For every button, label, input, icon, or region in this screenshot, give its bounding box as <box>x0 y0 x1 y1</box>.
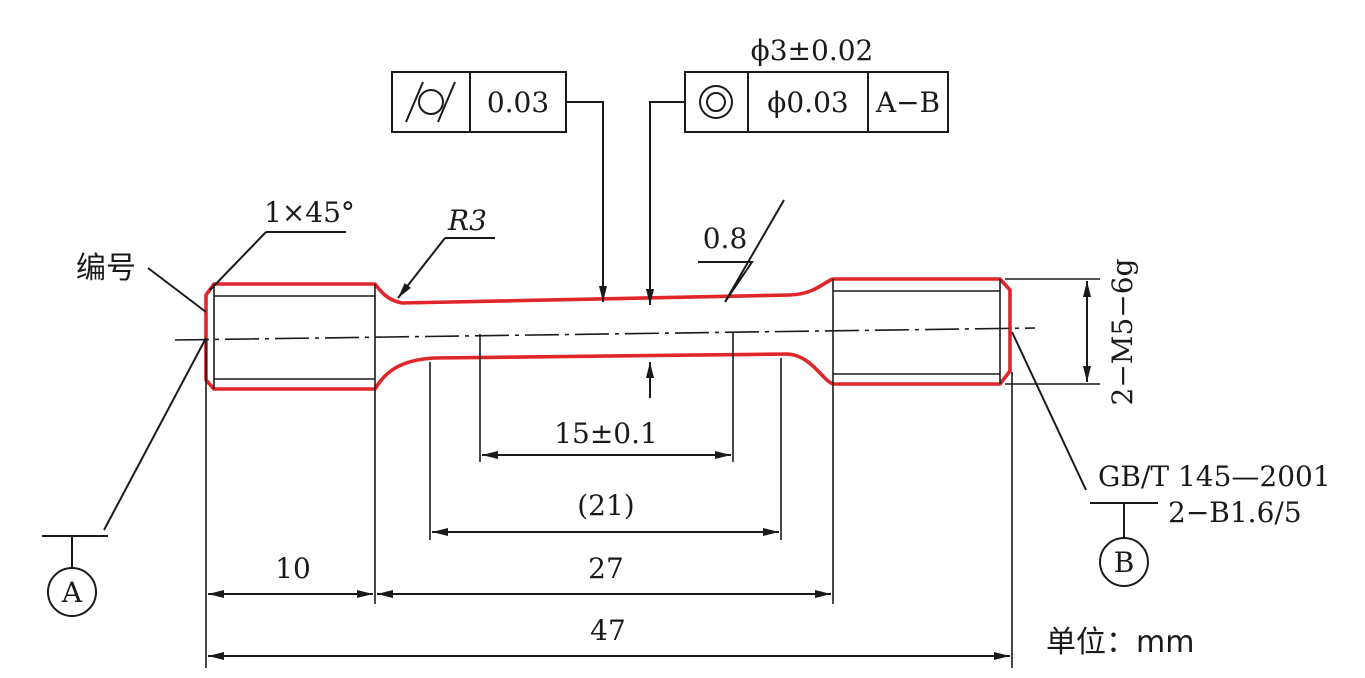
roughness-value: 0.8 <box>703 222 748 255</box>
radius-label: R3 <box>447 204 487 237</box>
cylindricity-tolerance: 0.03 <box>487 86 549 119</box>
dimension-gauge-length-text: 15±0.1 <box>554 417 658 450</box>
part-number-label: 编号 <box>76 251 136 286</box>
dimension-grip-length-text: 10 <box>275 552 311 585</box>
coaxiality-tolerance: ϕ0.03 <box>767 86 848 119</box>
dimension-parallel-length-text: (21) <box>577 489 634 522</box>
datum-a-letter: A <box>61 576 83 609</box>
coaxiality-datum: A−B <box>875 86 940 119</box>
chamfer-leader <box>209 231 346 291</box>
specimen-outline <box>204 277 1012 391</box>
coaxiality-frame: ϕ0.03 A−B <box>646 71 949 398</box>
extension-lines <box>205 332 1013 668</box>
units-label: 单位：mm <box>1046 625 1194 660</box>
cylindricity-frame: 0.03 <box>391 71 607 302</box>
part-number-leader <box>147 267 207 313</box>
roughness-symbol <box>698 199 785 303</box>
datum-b-leader <box>1011 331 1158 587</box>
dimension-grip-length: 10 <box>208 552 373 598</box>
coaxiality-above-label: ϕ3±0.02 <box>751 34 874 67</box>
chamfer-label: 1×45° <box>264 196 355 229</box>
dimension-middle-length-text: 27 <box>588 552 624 585</box>
center-line <box>174 327 1036 341</box>
thread-dimension <box>1005 278 1100 385</box>
thread-standard-label: GB/T 145—2001 <box>1098 460 1331 493</box>
dimension-middle-length: 27 <box>377 552 831 598</box>
radius-leader <box>397 237 495 299</box>
dimension-gauge-length: 15±0.1 <box>482 417 731 459</box>
concentricity-icon <box>699 85 733 119</box>
dimension-parallel-length: (21) <box>432 489 779 536</box>
datum-b-letter: B <box>1114 546 1135 579</box>
datum-a-leader <box>42 337 207 617</box>
center-hole-label: 2−B1.6/5 <box>1168 496 1302 529</box>
dimension-total-length-text: 47 <box>590 614 626 647</box>
thread-spec-label: 2−M5−6g <box>1106 258 1139 405</box>
dimension-total-length: 47 <box>208 614 1010 660</box>
cylindricity-icon <box>405 81 456 123</box>
